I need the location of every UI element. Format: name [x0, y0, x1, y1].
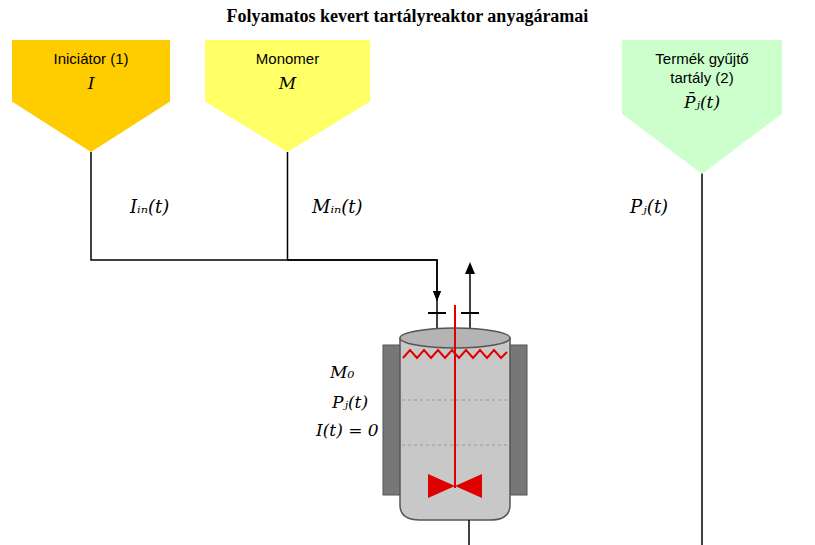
tank-label: Termék gyűjtő tartály (2) P̄ⱼ(t)	[622, 40, 782, 113]
feed-line	[91, 152, 437, 300]
tank-shape	[622, 40, 782, 174]
outlet-flange	[461, 312, 479, 314]
tank-label: MonomerM	[205, 40, 370, 94]
bottom-pipe	[468, 520, 470, 545]
tank-name: Termék gyűjtő tartály (2)	[640, 50, 764, 88]
tank-shape	[205, 40, 370, 152]
tank-label: Iniciátor (1) I	[12, 40, 170, 94]
storage-tank: MonomerM	[205, 40, 370, 152]
reactor-label: M₀	[330, 362, 354, 382]
outlet-pipe	[469, 272, 471, 332]
inlet-flange	[428, 312, 446, 314]
jacket-right	[509, 345, 527, 495]
impeller	[455, 474, 482, 498]
storage-tank: Termék gyűjtő tartály (2) P̄ⱼ(t)	[622, 40, 782, 174]
flow-label: Mᵢₙ(t)	[312, 196, 363, 217]
flow-label: Iᵢₙ(t)	[130, 196, 169, 217]
product-line	[701, 152, 703, 545]
reactor-label: Pⱼ(t)	[332, 392, 368, 412]
diagram-title: Folyamatos kevert tartályreaktor anyagár…	[0, 6, 815, 27]
impeller	[428, 474, 455, 498]
feed-line	[288, 152, 438, 300]
reactor-node: M₀ Pⱼ(t) I(t) = 0	[312, 300, 538, 545]
tank-symbol: M	[223, 73, 352, 94]
tank-shape	[12, 40, 170, 152]
storage-tank: Iniciátor (1) I	[12, 40, 170, 152]
flow-label: Pⱼ(t)	[630, 196, 668, 217]
tank-symbol: I	[30, 73, 152, 94]
tank-name: Monomer	[223, 50, 352, 69]
stirrer-shaft	[454, 305, 456, 488]
outlet-arrowhead	[465, 262, 475, 274]
tank-name: Iniciátor (1)	[30, 50, 152, 69]
reactor-label: I(t) = 0	[316, 420, 379, 440]
jacket-left	[383, 345, 401, 495]
heating-coil	[403, 350, 507, 358]
tank-symbol: P̄ⱼ(t)	[640, 92, 764, 113]
inlet-pipe	[436, 300, 438, 332]
